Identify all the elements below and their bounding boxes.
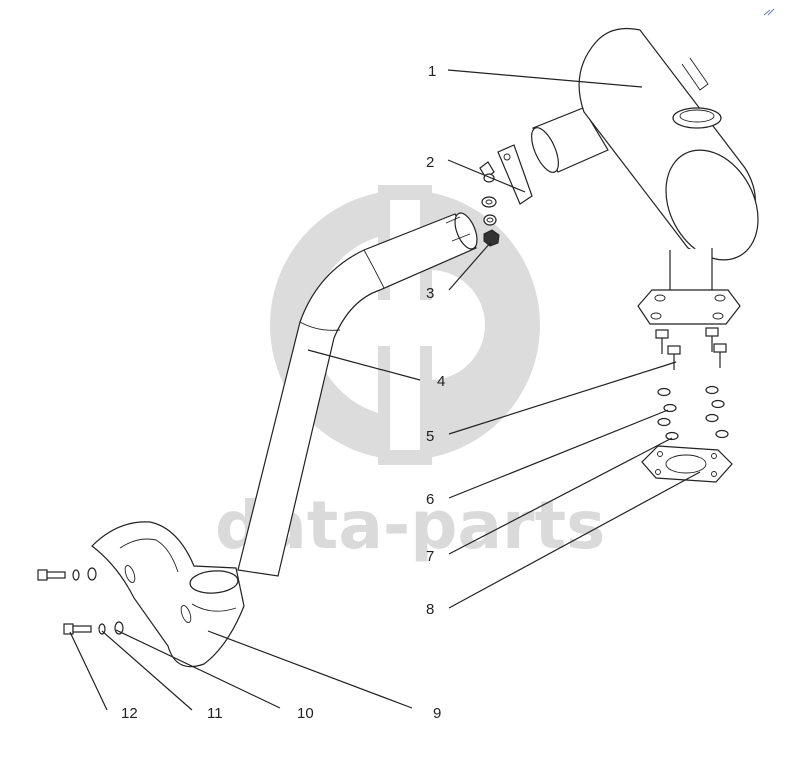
callout-4: 4 xyxy=(437,373,445,390)
muffler xyxy=(531,27,759,325)
callout-5: 5 xyxy=(426,428,434,445)
callout-6: 6 xyxy=(426,491,434,508)
callout-11: 11 xyxy=(207,705,223,722)
bracket-clamp xyxy=(479,144,533,205)
gasket xyxy=(641,445,733,483)
callout-3: 3 xyxy=(426,285,434,302)
bolts-right xyxy=(655,327,727,370)
callout-labels: 1 2 3 4 5 6 7 8 9 10 11 12 xyxy=(121,63,445,722)
callout-10: 10 xyxy=(297,705,314,722)
callout-9: 9 xyxy=(433,705,441,722)
callout-1: 1 xyxy=(428,63,436,80)
callout-8: 8 xyxy=(426,601,434,618)
leader-lines xyxy=(69,69,701,711)
washers-right xyxy=(657,385,729,441)
callout-7: 7 xyxy=(426,548,434,565)
corner-mark xyxy=(763,8,775,16)
bolts-left xyxy=(37,567,124,635)
elbow-adaptor xyxy=(91,521,245,668)
exhaust-pipe-long xyxy=(237,212,478,577)
washers-nut xyxy=(481,196,500,247)
callout-12: 12 xyxy=(121,705,138,722)
callout-2: 2 xyxy=(426,154,434,171)
